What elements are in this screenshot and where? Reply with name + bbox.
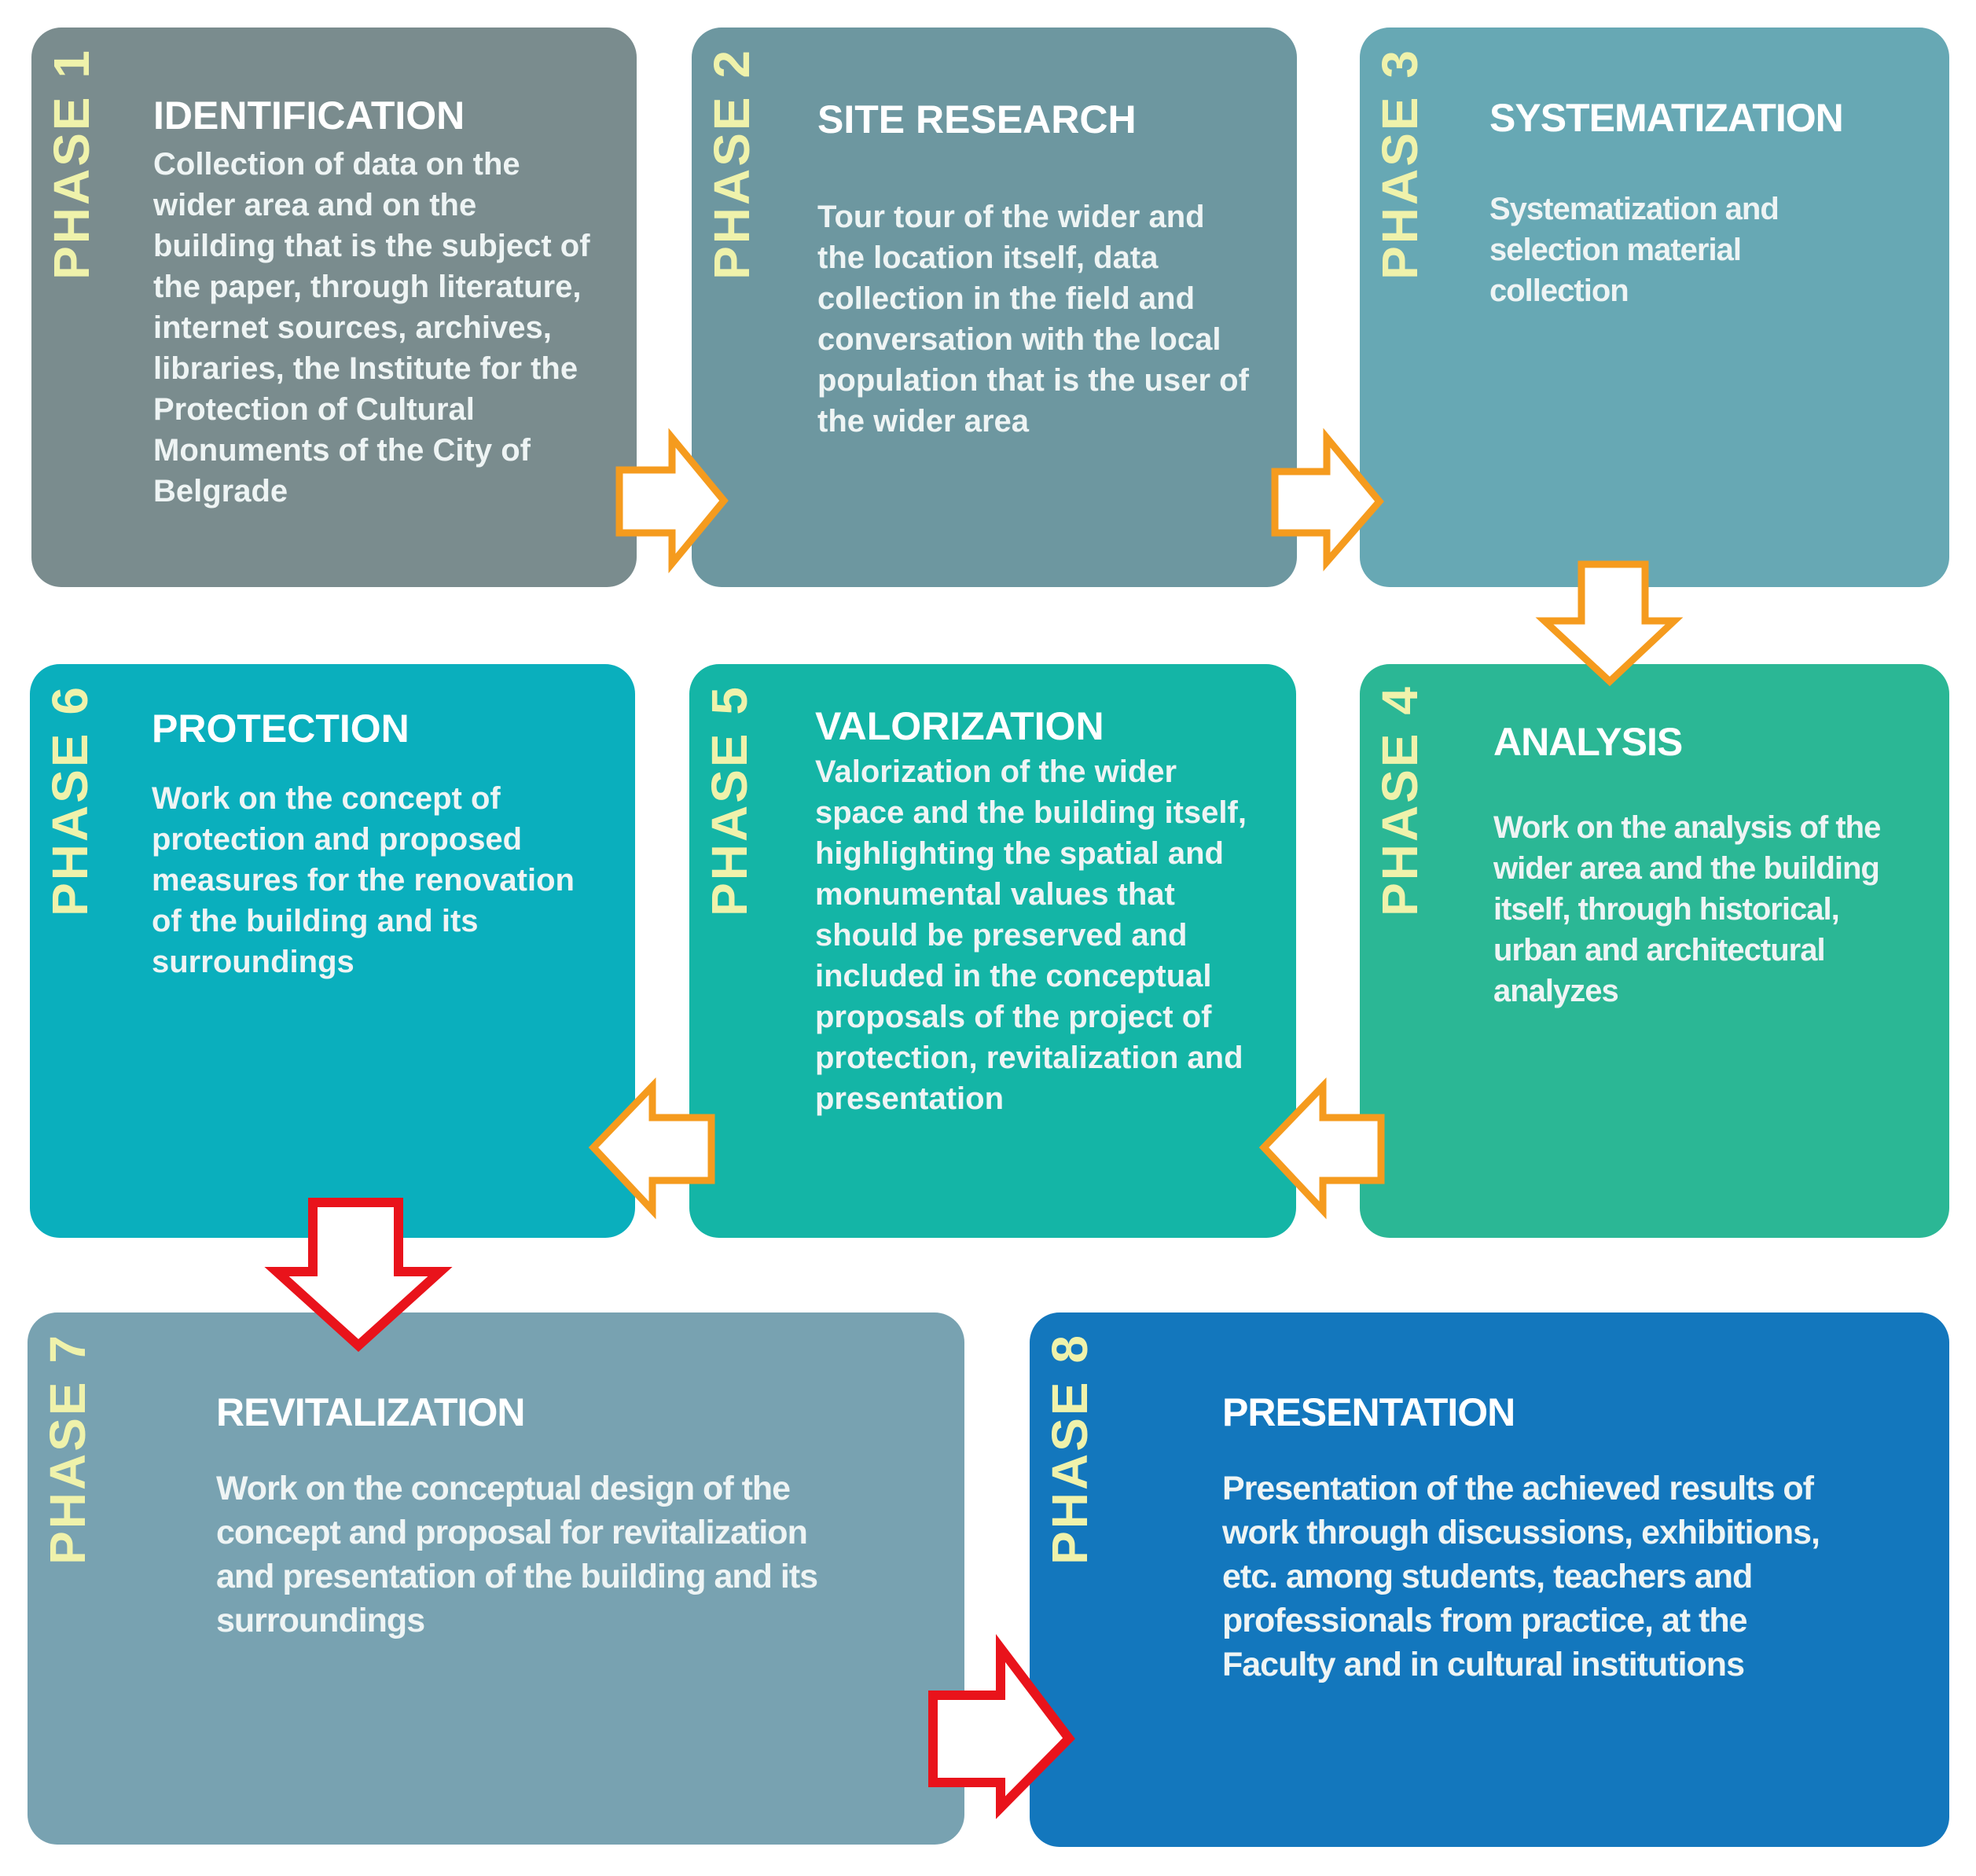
phase-7-title: REVITALIZATION (216, 1390, 525, 1434)
phase-4-title: ANALYSIS (1493, 720, 1683, 764)
phase-5-content: VALORIZATION Valorization of the wider s… (689, 664, 1296, 1238)
phase-6-description: Work on the concept of protection and pr… (152, 781, 575, 979)
phase-6-box: PHASE 6 PROTECTION Work on the concept o… (30, 664, 635, 1238)
phase-5-title: VALORIZATION (815, 704, 1104, 748)
phase-8-title: PRESENTATION (1222, 1390, 1515, 1434)
phase-1-content: IDENTIFICATION Collection of data on the… (31, 28, 637, 587)
phase-4-content: ANALYSIS Work on the analysis of the wid… (1360, 664, 1949, 1238)
phase-5-description: Valorization of the wider space and the … (815, 754, 1247, 1116)
phase-7-box: PHASE 7 REVITALIZATION Work on the conce… (28, 1312, 964, 1845)
phase-2-box: PHASE 2 SITE RESEARCH Tour tour of the w… (692, 28, 1297, 587)
phase-6-content: PROTECTION Work on the concept of protec… (30, 664, 635, 1238)
phase-4-box: PHASE 4 ANALYSIS Work on the analysis of… (1360, 664, 1949, 1238)
phase-7-content: REVITALIZATION Work on the conceptual de… (28, 1312, 964, 1845)
phase-3-content: SYSTEMATIZATION Systematization and sele… (1360, 28, 1949, 587)
phase-5-box: PHASE 5 VALORIZATION Valorization of the… (689, 664, 1296, 1238)
phase-8-box: PHASE 8 PRESENTATION Presentation of the… (1030, 1312, 1949, 1847)
phase-2-title: SITE RESEARCH (817, 97, 1137, 141)
phase-8-content: PRESENTATION Presentation of the achieve… (1030, 1312, 1949, 1847)
phase-1-title: IDENTIFICATION (153, 94, 465, 138)
phase-4-description: Work on the analysis of the wider area a… (1493, 810, 1881, 1008)
phase-6-title: PROTECTION (152, 707, 410, 751)
phase-3-box: PHASE 3 SYSTEMATIZATION Systematization … (1360, 28, 1949, 587)
phase-2-description: Tour tour of the wider and the location … (817, 200, 1249, 439)
phase-8-description: Presentation of the achieved results of … (1222, 1470, 1820, 1683)
phase-3-description: Systematization and selection material c… (1489, 192, 1780, 308)
phase-3-title: SYSTEMATIZATION (1489, 96, 1844, 140)
phase-7-description: Work on the conceptual design of the con… (216, 1470, 818, 1639)
phase-1-box: PHASE 1 IDENTIFICATION Collection of dat… (31, 28, 637, 587)
phase-1-description: Collection of data on the wider area and… (153, 147, 590, 508)
phase-2-content: SITE RESEARCH Tour tour of the wider and… (692, 28, 1297, 587)
